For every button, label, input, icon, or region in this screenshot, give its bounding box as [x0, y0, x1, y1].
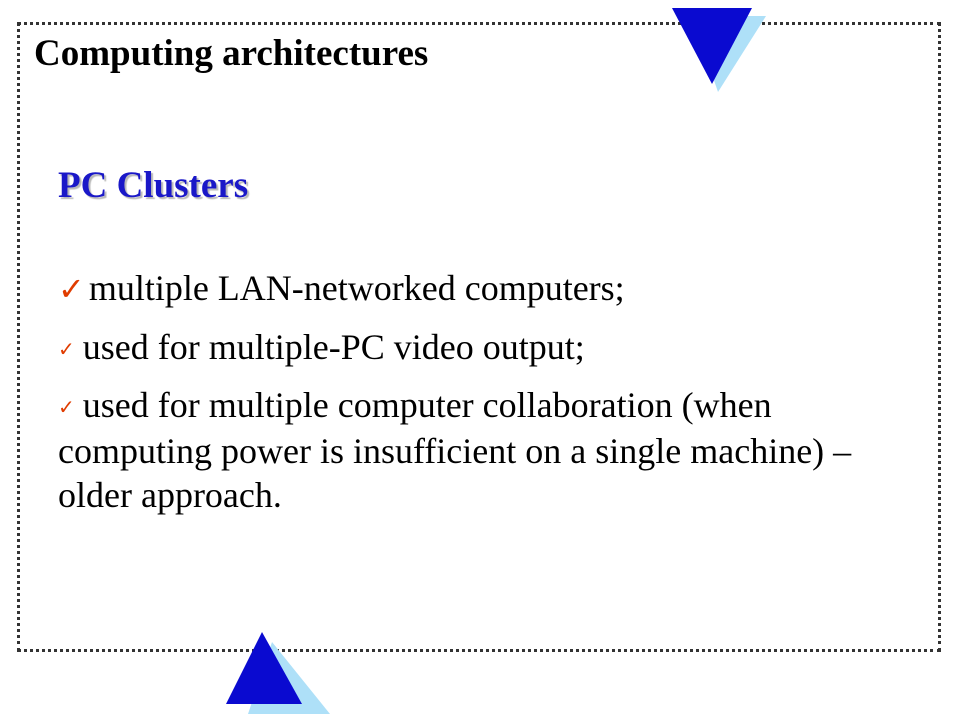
down-triangle-icon	[672, 8, 766, 92]
bullet-text: used for multiple computer collaboration…	[58, 385, 852, 515]
check-mark-icon: ✓	[58, 395, 75, 419]
bullet-item: ✓used for multiple computer collaboratio…	[58, 383, 918, 517]
check-mark-icon: ✓	[58, 337, 75, 361]
check-mark-icon: ✓	[58, 270, 85, 308]
bullet-text: used for multiple-PC video output;	[82, 327, 585, 367]
bullet-item: ✓ used for multiple-PC video output;	[58, 325, 918, 371]
up-triangle-icon	[226, 632, 330, 714]
dotted-frame	[17, 22, 941, 652]
bullet-item: ✓multiple LAN-networked computers;	[58, 266, 918, 311]
bullet-text: multiple LAN-networked computers;	[88, 268, 625, 308]
section-subtitle: PC Clusters	[58, 165, 249, 206]
slide-title: Computing architectures	[34, 33, 429, 74]
bullet-list: ✓multiple LAN-networked computers; ✓used…	[58, 266, 918, 529]
